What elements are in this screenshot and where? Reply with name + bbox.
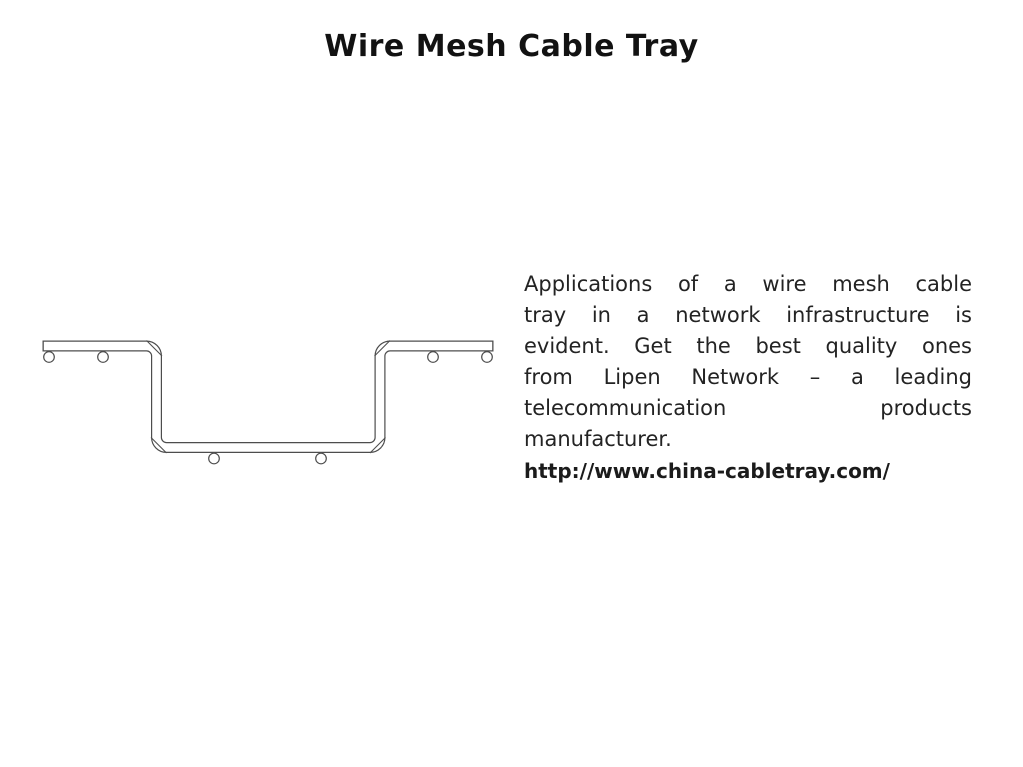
body-text-block: Applications of a wire mesh cable tray i…: [524, 269, 972, 484]
bend-chord-lines: [146, 340, 391, 454]
website-url-text: http://www.china-cabletray.com/: [524, 459, 890, 483]
body-text-line: manufacturer.: [524, 427, 672, 451]
bend-chord-bottom-left: [150, 437, 167, 454]
body-text-line: telecommunication products: [524, 396, 972, 420]
wire-circle: [315, 452, 327, 465]
tray-profile-interior: [43, 341, 493, 452]
cable-tray-diagram: [0, 330, 520, 475]
wire-circle: [208, 452, 220, 465]
wire-circle: [97, 351, 109, 363]
wire-circle: [427, 351, 439, 363]
cable-tray-cross-section-drawing: [42, 340, 494, 465]
body-text-line: tray in a network infrastructure is: [524, 303, 972, 327]
bend-chord-top-right: [374, 340, 391, 357]
wire-circle: [481, 351, 493, 363]
body-text-line: evident. Get the best quality ones: [524, 334, 972, 358]
bend-chord-top-left: [146, 340, 163, 357]
page-title: Wire Mesh Cable Tray: [324, 29, 699, 64]
body-text-line: Applications of a wire mesh cable: [524, 272, 972, 296]
wire-cross-section-circles: [43, 351, 493, 465]
body-text-line: from Lipen Network – a leading: [524, 365, 972, 389]
wire-circle: [43, 351, 55, 363]
bend-chord-bottom-right: [369, 437, 386, 454]
tray-profile-outline: [42, 340, 494, 453]
